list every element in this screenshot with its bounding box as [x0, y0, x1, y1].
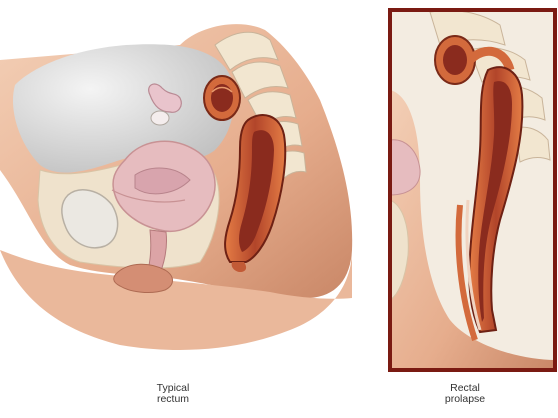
- rectal-prolapse-panel: [390, 10, 555, 370]
- typical-rectum-panel: [0, 24, 352, 350]
- caption-typical-rectum: Typical rectum: [118, 383, 228, 405]
- ovary-body: [151, 111, 169, 125]
- caption-rectal-prolapse: Rectal prolapse: [410, 383, 520, 405]
- sigmoid-colon: [204, 76, 240, 120]
